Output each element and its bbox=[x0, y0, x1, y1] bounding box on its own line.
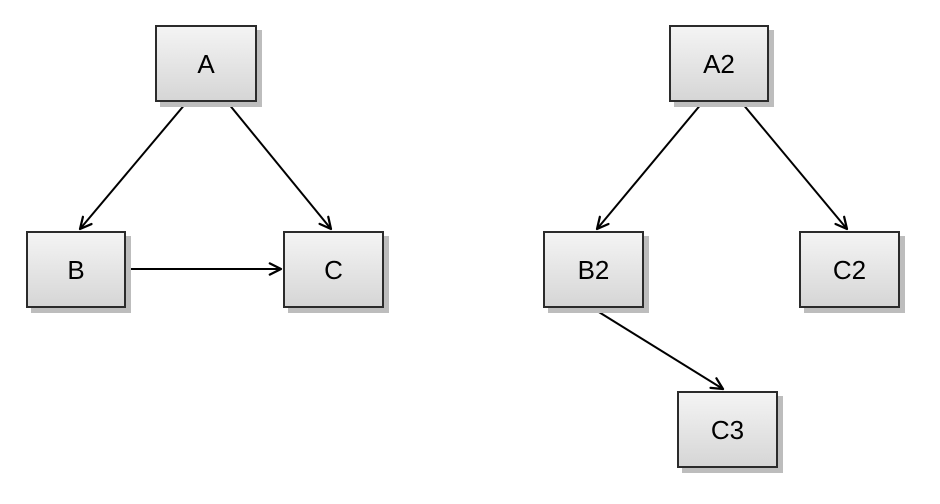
node-C2[interactable]: C2 bbox=[799, 231, 900, 308]
edge-A2-to-C2 bbox=[741, 102, 849, 231]
node-label-C3: C3 bbox=[710, 414, 745, 445]
edge-A2-to-B2 bbox=[595, 102, 703, 231]
edge-B2-to-C3 bbox=[593, 308, 725, 391]
node-label-B2: B2 bbox=[577, 254, 610, 285]
node-A[interactable]: A bbox=[155, 25, 257, 102]
node-label-C2: C2 bbox=[832, 254, 867, 285]
edge-A-to-B bbox=[78, 102, 187, 231]
node-B2[interactable]: B2 bbox=[543, 231, 644, 308]
node-A2[interactable]: A2 bbox=[669, 25, 769, 102]
node-B[interactable]: B bbox=[26, 231, 126, 308]
node-label-A: A bbox=[197, 48, 215, 79]
node-label-C: C bbox=[324, 254, 343, 285]
node-C[interactable]: C bbox=[283, 231, 384, 308]
node-label-A2: A2 bbox=[703, 48, 735, 79]
node-label-B: B bbox=[67, 254, 85, 285]
node-C3[interactable]: C3 bbox=[677, 391, 778, 468]
edge-A-to-C bbox=[227, 102, 333, 231]
